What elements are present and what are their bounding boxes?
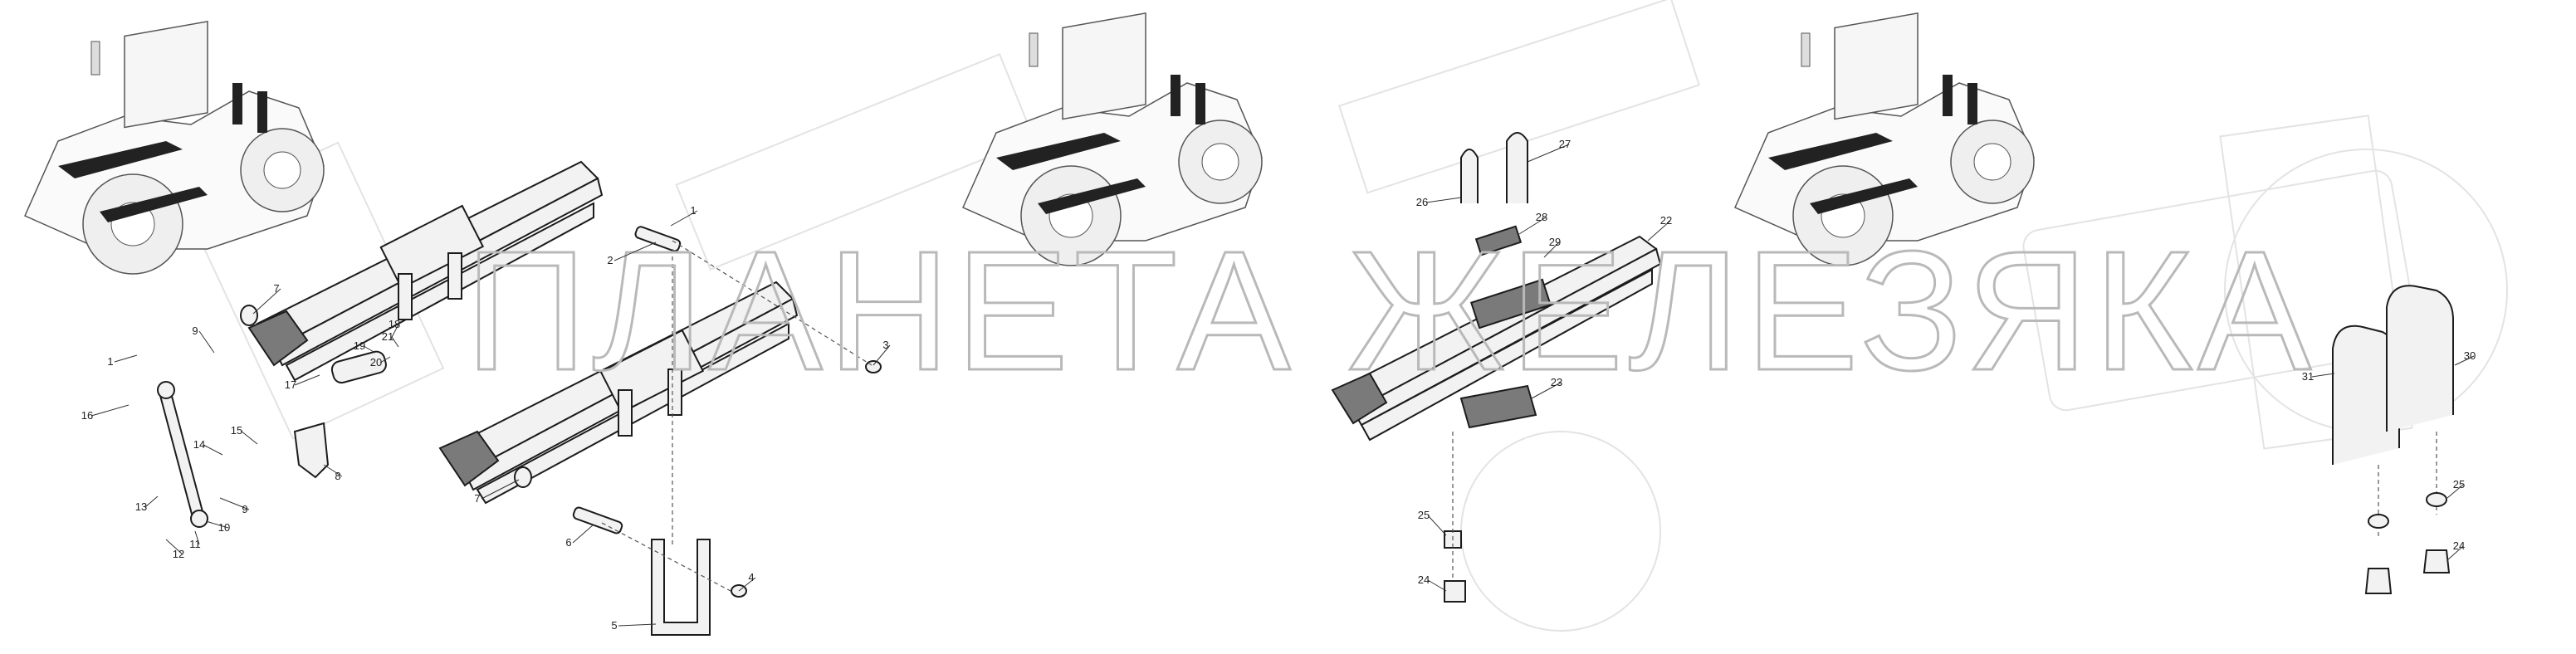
- callout-leader: [613, 242, 657, 261]
- callout-number: 25: [1418, 509, 1430, 521]
- leaf-spring-upper: [247, 160, 604, 382]
- callout-leader: [389, 324, 399, 341]
- callout-number: 16: [81, 409, 93, 422]
- callout-number: 11: [189, 538, 201, 550]
- callout-number: 1: [107, 355, 113, 368]
- callout-leader: [294, 374, 320, 386]
- callout-leader: [738, 577, 756, 592]
- background-ghost-outlines: [186, 0, 2508, 632]
- callout-number: 21: [382, 330, 393, 343]
- u-bolts: [2332, 285, 2454, 594]
- callout-leader: [2311, 373, 2335, 378]
- callout-number: 24: [1418, 573, 1430, 586]
- callout-number: 31: [2302, 370, 2314, 383]
- leaf-spring-lower: [438, 281, 799, 505]
- callout-number: 8: [335, 470, 340, 482]
- callout-leader: [1527, 144, 1570, 163]
- callout-leader: [323, 464, 343, 477]
- callout-number: 18: [389, 318, 400, 330]
- tractor-thumbnail-middle: [962, 12, 1263, 266]
- callout-leader: [205, 520, 229, 529]
- callout-number: 30: [2464, 349, 2476, 362]
- callout-number: 15: [231, 424, 242, 437]
- callout-leader: [363, 345, 376, 354]
- callout-number: 17: [285, 378, 296, 391]
- callout-number: 26: [1416, 196, 1428, 208]
- shock-absorber: [157, 381, 208, 528]
- callout-leader: [144, 495, 159, 508]
- callout-number: 5: [611, 619, 617, 632]
- callout-number: 29: [1549, 236, 1561, 248]
- tractor-thumbnail-left: [24, 21, 325, 275]
- callout-leader: [203, 444, 223, 456]
- callout-leader: [2446, 484, 2464, 499]
- callout-leader: [194, 530, 200, 545]
- callout-number: 6: [565, 536, 571, 549]
- callout-number: 22: [1660, 214, 1672, 227]
- callout-number: 12: [173, 548, 184, 560]
- left-dashed-guides: [601, 240, 873, 592]
- callout-number: 7: [474, 492, 480, 505]
- callout-number: 25: [2453, 478, 2465, 490]
- callout-number: 9: [192, 325, 198, 337]
- callout-leader: [165, 539, 183, 555]
- callout-number: 4: [748, 571, 754, 583]
- callout-leader: [618, 623, 657, 627]
- callout-leader: [252, 288, 281, 315]
- callout-leader: [481, 479, 520, 500]
- callout-leader: [1518, 217, 1547, 235]
- callout-leader: [114, 354, 138, 363]
- watermark-text: ПЛАНЕТА ЖЕЛЕЗЯКА: [465, 216, 2316, 406]
- callout-leader: [2454, 355, 2475, 366]
- callout-labels: 1234567789910111213141516171819202112223…: [81, 138, 2476, 632]
- callout-number: 7: [273, 282, 279, 295]
- callout-leader: [240, 430, 258, 445]
- callout-leader: [1427, 579, 1447, 592]
- callout-number: 28: [1536, 211, 1547, 223]
- callout-leader: [90, 404, 130, 417]
- callout-number: 20: [370, 356, 382, 368]
- callout-leader: [1425, 197, 1462, 203]
- callout-leader: [391, 336, 399, 348]
- callout-leader: [2446, 545, 2464, 561]
- callout-leader: [572, 524, 594, 544]
- callout-leader: [379, 356, 391, 364]
- callout-leader: [1427, 515, 1447, 536]
- callout-leader: [219, 497, 250, 510]
- callout-leader: [1543, 242, 1560, 258]
- callout-leader: [670, 210, 698, 227]
- callout-leader: [198, 330, 215, 354]
- callout-number: 3: [882, 339, 888, 351]
- callout-number: 27: [1559, 138, 1571, 150]
- callout-number: 10: [218, 521, 230, 534]
- tractor-thumbnail-right: [1734, 12, 2035, 266]
- callout-number: 24: [2453, 539, 2465, 552]
- callout-number: 13: [135, 500, 147, 513]
- leaf-spring-single: [1331, 132, 1662, 603]
- callout-number: 19: [354, 339, 365, 352]
- callout-leader: [1531, 382, 1562, 399]
- callout-number: 2: [607, 254, 613, 266]
- callout-number: 1: [690, 204, 696, 217]
- callout-number: 14: [193, 438, 205, 451]
- callout-leader: [873, 344, 891, 366]
- callout-leader: [1647, 220, 1671, 242]
- callout-number: 9: [242, 503, 247, 515]
- callout-number: 23: [1551, 376, 1562, 388]
